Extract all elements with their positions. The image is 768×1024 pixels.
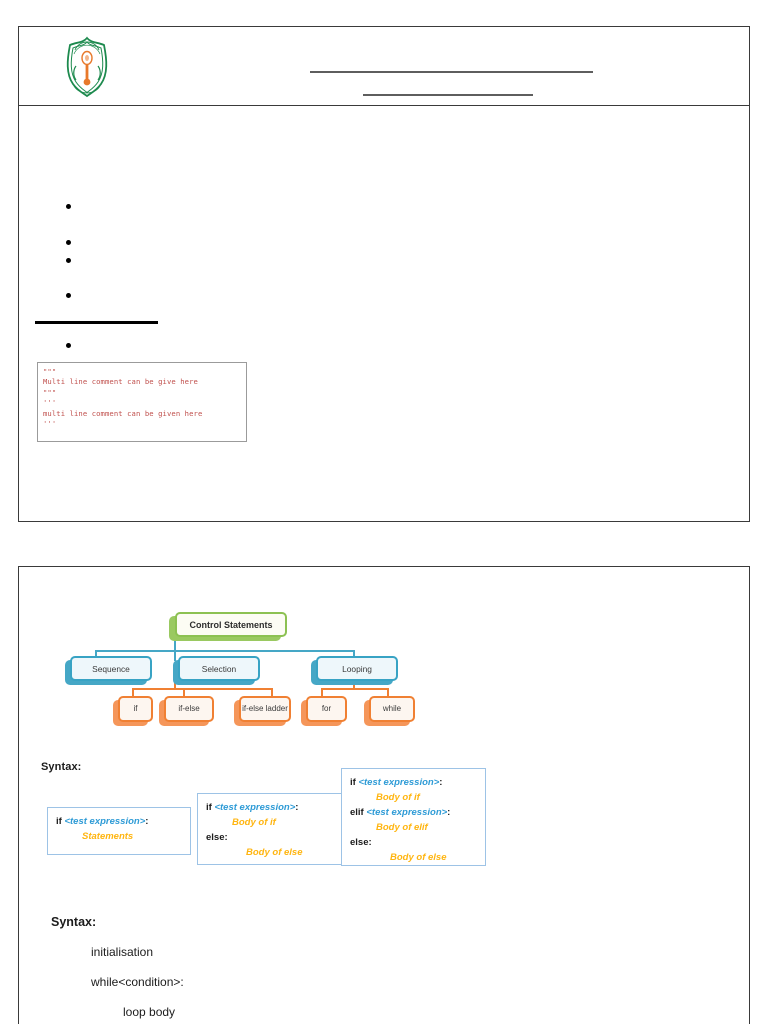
page-header xyxy=(19,27,749,106)
syntax-body-of-else: Body of else xyxy=(390,852,447,863)
while-syntax-label: Syntax: xyxy=(51,915,97,929)
redacted-title-line-2 xyxy=(363,94,533,96)
flowchart-node-selection: Selection xyxy=(178,656,260,681)
connector-to-if-else-ladder xyxy=(271,688,273,698)
list-item xyxy=(66,258,71,263)
flowchart-node-if: if xyxy=(118,696,153,722)
keyword-else: else: xyxy=(206,832,228,843)
if-elif-else-syntax-box: if <test expression>: Body of if elif <t… xyxy=(341,768,486,866)
flowchart-node-if-else-ladder: if-else ladder xyxy=(239,696,291,722)
flowchart-node-if-else: if-else xyxy=(164,696,214,722)
python-multiline-comment-example: """ Multi line comment can be give here … xyxy=(37,362,247,442)
syntax-body-of-if: Body of if xyxy=(376,792,420,803)
flowchart-node-sequence: Sequence xyxy=(70,656,152,681)
section-heading-rule xyxy=(35,321,158,324)
keyword-if: if xyxy=(350,777,359,788)
if-syntax-box: if <test expression>: Statements xyxy=(47,807,191,855)
code-line: Multi line comment can be give here xyxy=(43,377,198,387)
syntax-body-of-else: Body of else xyxy=(246,847,303,858)
connector-selection-bus xyxy=(132,688,273,690)
while-syntax-line-loop-body: loop body xyxy=(123,1005,176,1019)
list-item xyxy=(66,240,71,245)
test-expression: <test expression> xyxy=(366,807,448,818)
syntax-body-statements: Statements xyxy=(82,831,134,842)
connector-root-down xyxy=(174,641,176,652)
page-2: Control Statements Sequence Selection Lo… xyxy=(18,566,750,1024)
page-1: """ Multi line comment can be give here … xyxy=(18,26,750,522)
connector-to-sequence xyxy=(95,650,97,661)
connector-to-for xyxy=(321,688,323,698)
institution-crest-logo xyxy=(59,36,115,98)
syntax-body-of-elif: Body of elif xyxy=(376,822,428,833)
syntax-body-of-if: Body of if xyxy=(232,817,276,828)
flowchart-node-looping: Looping xyxy=(316,656,398,681)
syntax-label: Syntax: xyxy=(41,761,82,773)
page-1-body: """ Multi line comment can be give here … xyxy=(19,106,749,521)
syntax-line: if <test expression>: xyxy=(350,775,477,790)
colon: : xyxy=(447,807,451,818)
connector-to-if xyxy=(132,688,134,698)
test-expression: <test expression> xyxy=(64,816,146,827)
syntax-line: if <test expression>: xyxy=(206,800,333,815)
keyword-if: if xyxy=(56,816,65,827)
code-line: """ xyxy=(43,387,57,397)
colon: : xyxy=(295,802,299,813)
colon: : xyxy=(439,777,443,788)
connector-selection-down xyxy=(174,681,176,690)
keyword-if: if xyxy=(206,802,215,813)
while-syntax-section: Syntax: initialisation while<condition>:… xyxy=(51,907,451,1024)
test-expression: <test expression> xyxy=(358,777,440,788)
flowchart-node-for: for xyxy=(306,696,347,722)
list-item xyxy=(66,293,71,298)
connector-to-looping xyxy=(353,650,355,661)
connector-to-while xyxy=(387,688,389,698)
if-else-syntax-box: if <test expression>: Body of if else: B… xyxy=(197,793,342,865)
test-expression: <test expression> xyxy=(214,802,296,813)
list-item xyxy=(66,343,71,348)
colon: : xyxy=(145,816,149,827)
code-line: multi line comment can be given here xyxy=(43,408,203,418)
connector-looping-down xyxy=(353,681,355,690)
while-syntax-line-while-condition: while<condition>: xyxy=(91,975,184,989)
syntax-line: elif <test expression>: xyxy=(350,805,477,820)
flowchart-node-while: while xyxy=(369,696,415,722)
code-line: ''' xyxy=(43,398,57,408)
keyword-elif: elif xyxy=(350,807,367,818)
connector-level2-bus xyxy=(95,650,355,652)
connector-to-if-else xyxy=(183,688,185,698)
redacted-title-line-1 xyxy=(310,71,593,73)
code-line: """ xyxy=(43,367,57,376)
connector-to-selection xyxy=(174,650,176,661)
control-statements-flowchart: Control Statements Sequence Selection Lo… xyxy=(51,603,421,726)
connector-looping-bus xyxy=(321,688,389,690)
code-line: ''' xyxy=(43,419,57,429)
keyword-else: else: xyxy=(350,837,372,848)
while-syntax-line-initialisation: initialisation xyxy=(91,945,154,959)
flowchart-node-control-statements: Control Statements xyxy=(175,612,287,637)
syntax-line: if <test expression>: xyxy=(56,814,182,829)
list-item xyxy=(66,204,71,209)
